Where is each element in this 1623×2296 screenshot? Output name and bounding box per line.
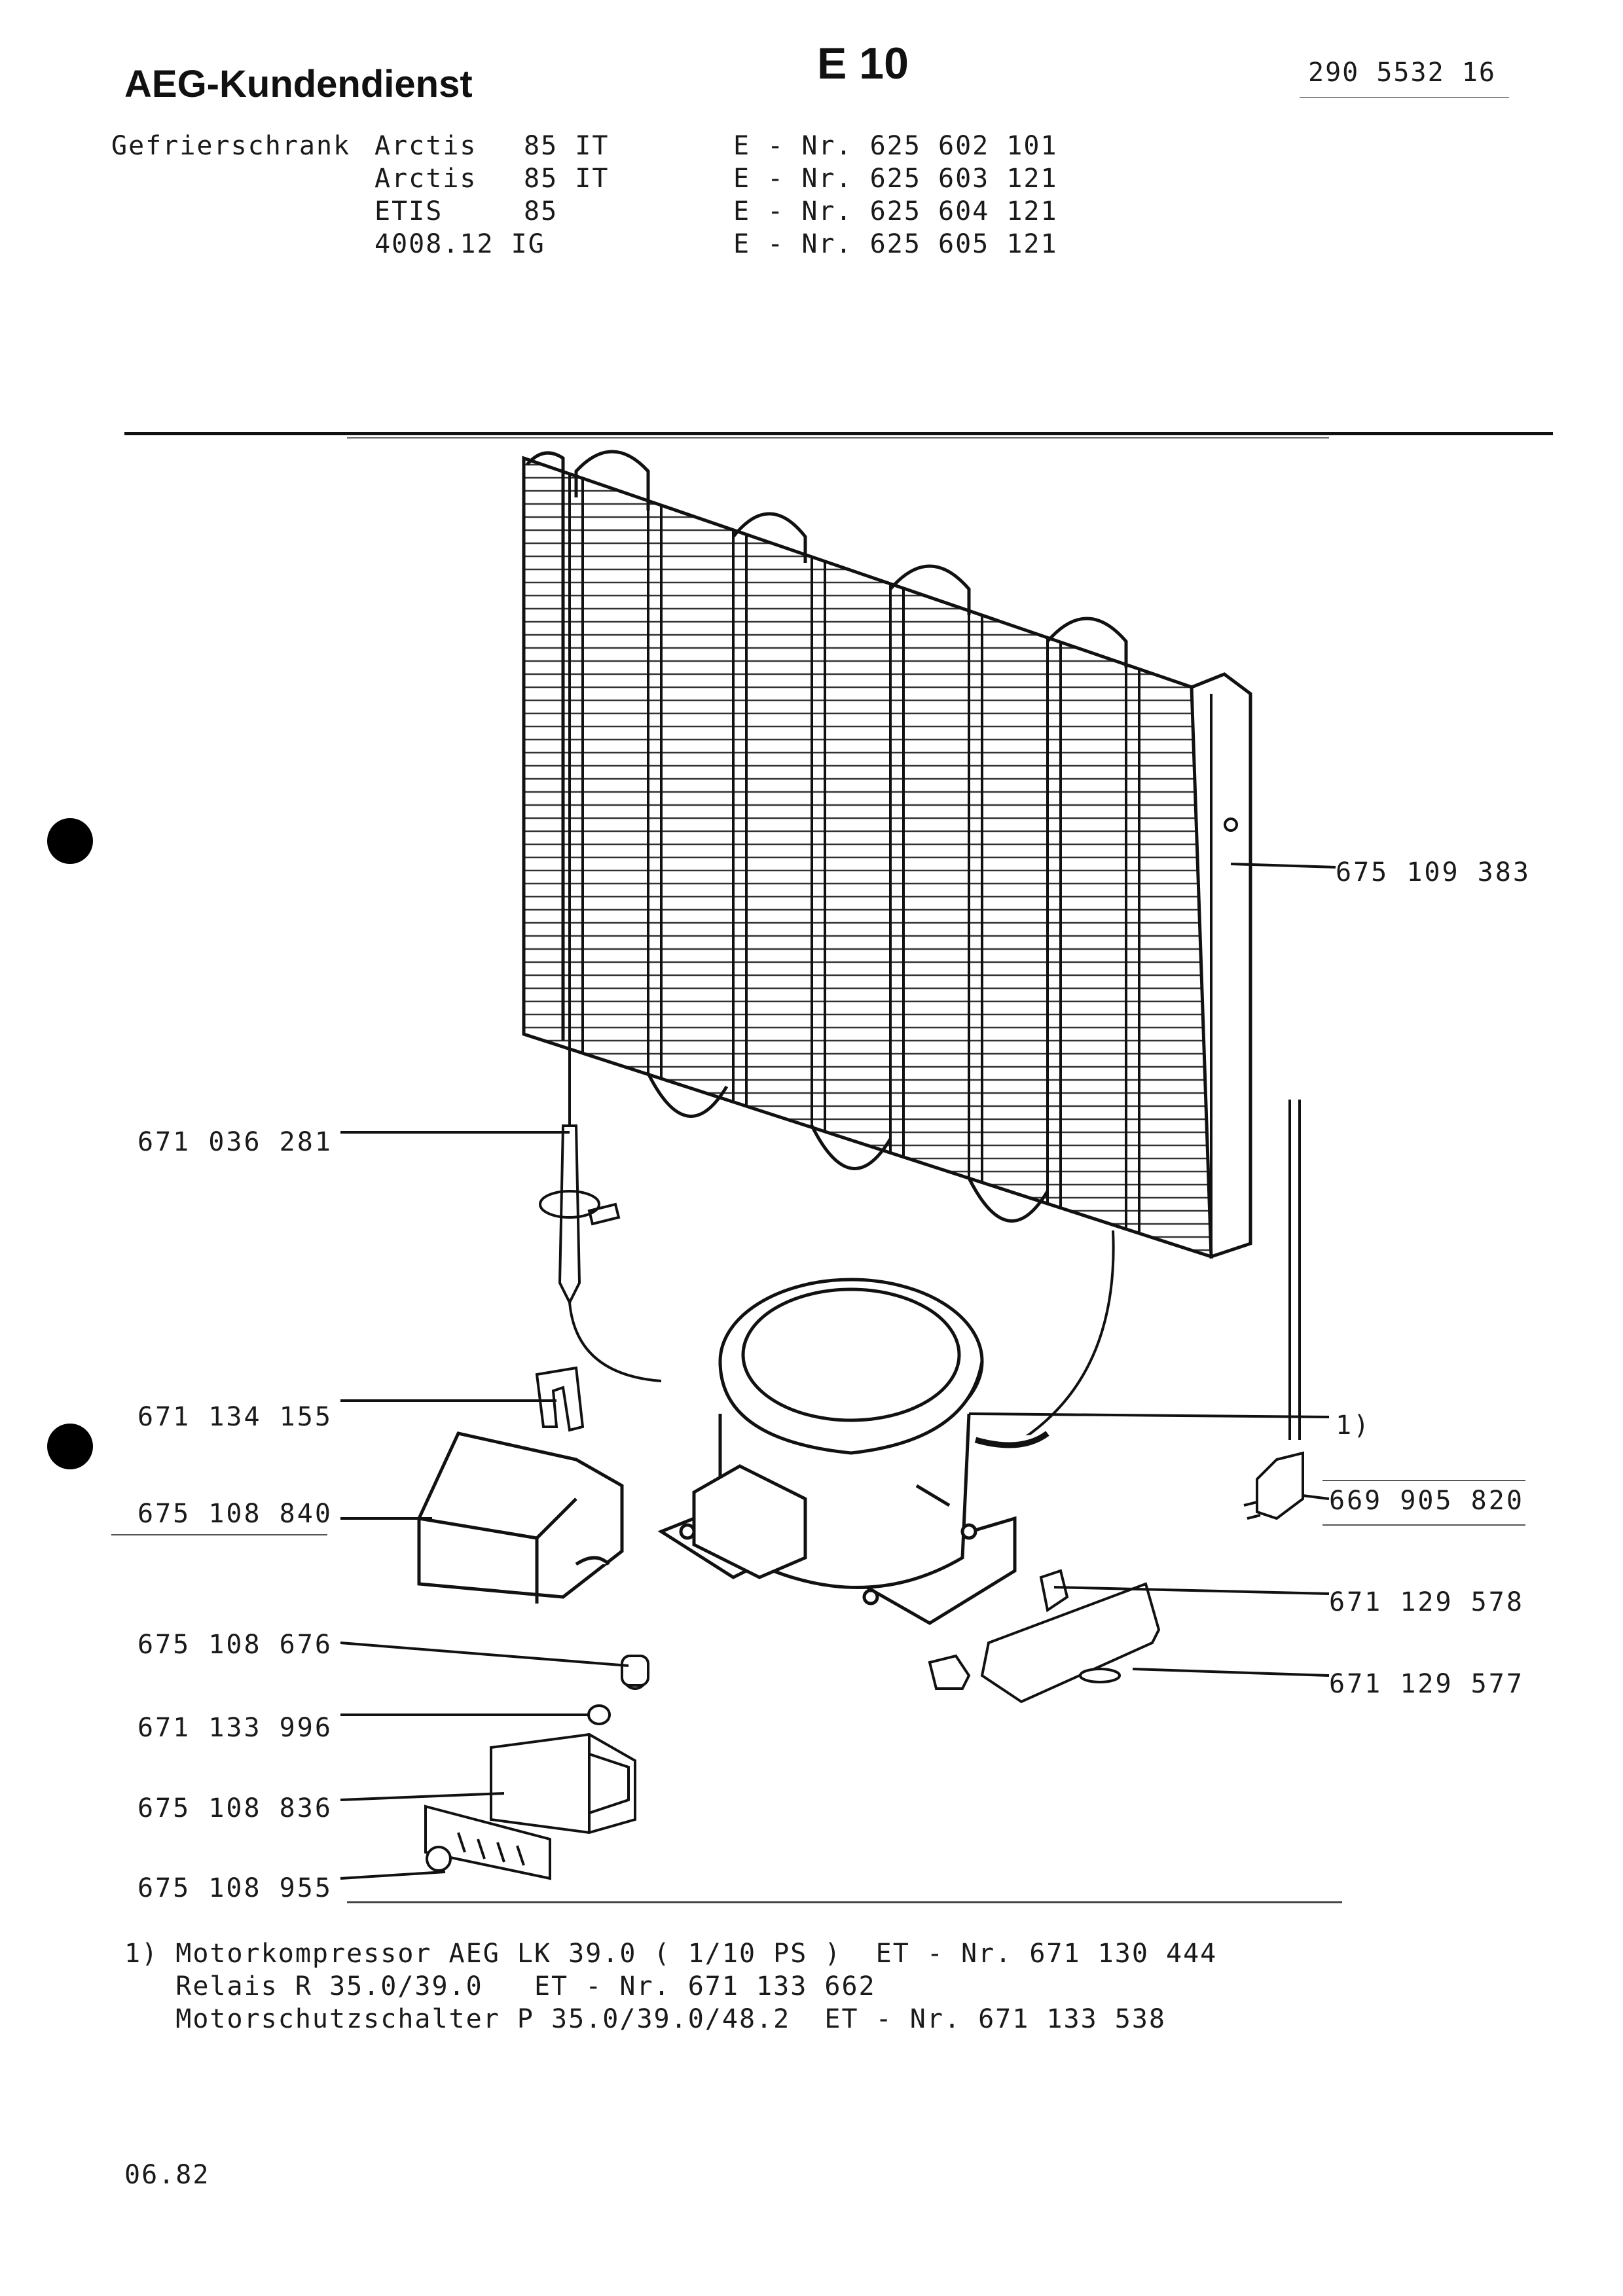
model-name: 4008.12 IG [374,229,545,259]
part-number-terminal-cover: 675 108 840 [137,1499,333,1529]
condenser-panel [522,450,1252,1259]
control-board-drawing [424,1804,551,1880]
print-date: 06.82 [124,2160,210,2190]
model-e-number: E - Nr. 625 603 121 [733,164,1058,194]
model-name: Arctis [374,131,477,161]
compressor-drawing [657,1278,1049,1625]
capillary-filter-drawing [539,1047,1115,1441]
drawing-frame-bottom [347,1901,1342,1903]
document-number: 290 5532 16 [1308,58,1496,88]
sheet-code: E 10 [817,39,909,88]
model-name: Arctis [374,164,477,194]
document-number-underline [1300,97,1509,98]
model-variant: 85 IT [524,164,610,194]
compressor-footnote-ref: 1) [1336,1410,1372,1441]
terminal-cover-drawing [417,1431,624,1604]
model-variant: 85 IT [524,131,610,161]
mains-plug-drawing [1243,1100,1304,1520]
footnote-motor-protector: Motorschutzschalter P 35.0/39.0/48.2 ET … [124,2004,1167,2034]
part-number-grommet: 671 133 996 [137,1713,333,1743]
part-number-foot-clip: 671 129 578 [1329,1587,1524,1617]
lamp-holder-drawing [587,1655,649,1725]
punch-hole-mark [47,1424,93,1469]
drawing-frame-top [347,437,1329,439]
part-number-condenser: 675 109 383 [1336,857,1531,888]
part-number-mains-plug: 669 905 820 [1329,1486,1524,1516]
model-e-number: E - Nr. 625 604 121 [733,196,1058,226]
mounting-rail-drawing [928,1569,1161,1704]
part-number-mounting-rail: 671 129 577 [1329,1669,1524,1699]
brand-title: AEG-Kundendienst [124,63,473,105]
part-number-control-board: 675 108 955 [137,1873,333,1903]
model-e-number: E - Nr. 625 605 121 [733,229,1058,259]
punch-hole-mark [47,818,93,864]
footnote-compressor: 1) Motorkompressor AEG LK 39.0 ( 1/10 PS… [124,1939,1218,1969]
leader-lines [340,863,1336,1880]
model-variant: 85 [524,196,558,226]
part-number-thermostat: 675 108 836 [137,1793,333,1823]
model-e-number: E - Nr. 625 602 101 [733,131,1058,161]
part-number-capillary-filter: 671 036 281 [137,1127,333,1157]
header-rule [124,432,1553,435]
appliance-type: Gefrierschrank [111,131,351,161]
clip-drawing [535,1366,585,1432]
part-number-lamp-holder: 675 108 676 [137,1630,333,1660]
model-name: ETIS [374,196,443,226]
footnote-relay: Relais R 35.0/39.0 ET - Nr. 671 133 662 [124,1971,876,2001]
part-number-clip: 671 134 155 [137,1402,333,1432]
thermostat-drawing [490,1732,636,1835]
